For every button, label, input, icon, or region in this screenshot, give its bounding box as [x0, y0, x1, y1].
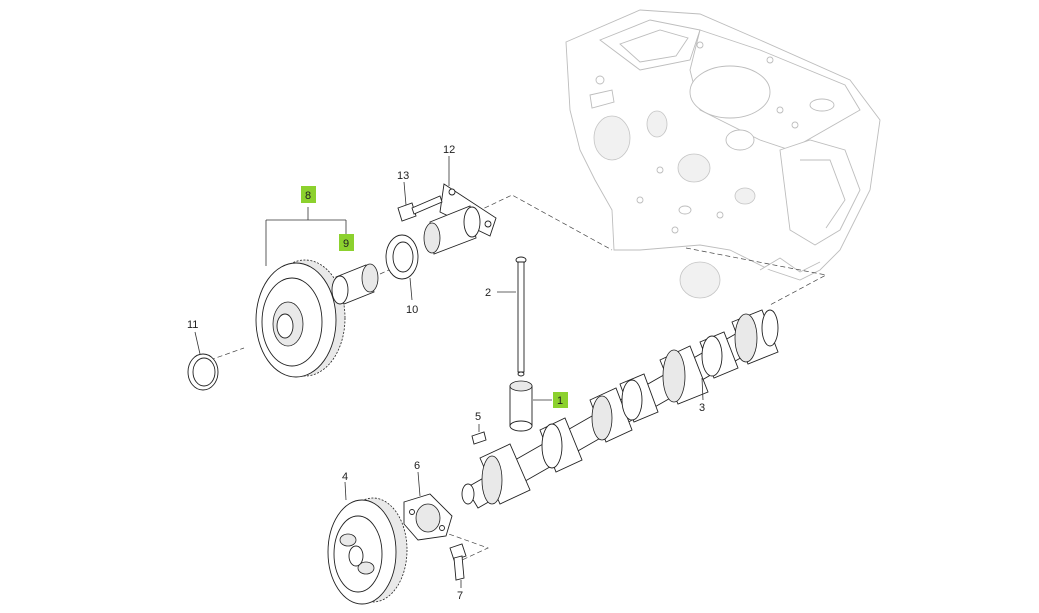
bushing-part-9 [331, 263, 379, 305]
part-labels: 1 2 3 4 5 6 7 8 9 10 11 12 13 [187, 144, 705, 602]
label-part-1[interactable]: 1 [557, 395, 563, 407]
label-part-7[interactable]: 7 [457, 590, 463, 602]
thrust-plate-part-6 [403, 471, 453, 541]
camshaft-gear-part-4 [327, 481, 408, 605]
idler-gear-part-8 [255, 259, 346, 378]
label-part-13[interactable]: 13 [397, 170, 409, 182]
label-part-8[interactable]: 8 [305, 190, 311, 202]
bolt-part-7 [449, 543, 467, 588]
label-part-6[interactable]: 6 [414, 460, 420, 472]
label-part-5[interactable]: 5 [475, 411, 481, 423]
label-part-2[interactable]: 2 [485, 287, 491, 299]
highlight-badge-9 [339, 234, 354, 251]
camshaft-part-3 [461, 309, 779, 509]
label-part-9[interactable]: 9 [343, 238, 349, 250]
highlight-badge-1 [553, 392, 568, 408]
label-part-3[interactable]: 3 [699, 402, 705, 414]
label-part-4[interactable]: 4 [342, 471, 348, 483]
label-part-10[interactable]: 10 [406, 304, 418, 316]
woodruff-key-part-5 [471, 424, 487, 445]
label-part-11[interactable]: 11 [187, 319, 198, 331]
bolt-part-13 [397, 181, 443, 222]
bracket-part-8 [265, 207, 347, 266]
engine-block-outline [565, 9, 881, 299]
idler-shaft-part-12 [423, 156, 497, 255]
label-part-12[interactable]: 12 [443, 144, 455, 156]
thrust-washer-part-10 [385, 234, 419, 301]
snap-ring-part-11 [187, 331, 219, 391]
tappet-part-1 [509, 380, 552, 432]
highlight-badge-8 [301, 186, 316, 203]
push-rod-part-2 [497, 256, 527, 377]
